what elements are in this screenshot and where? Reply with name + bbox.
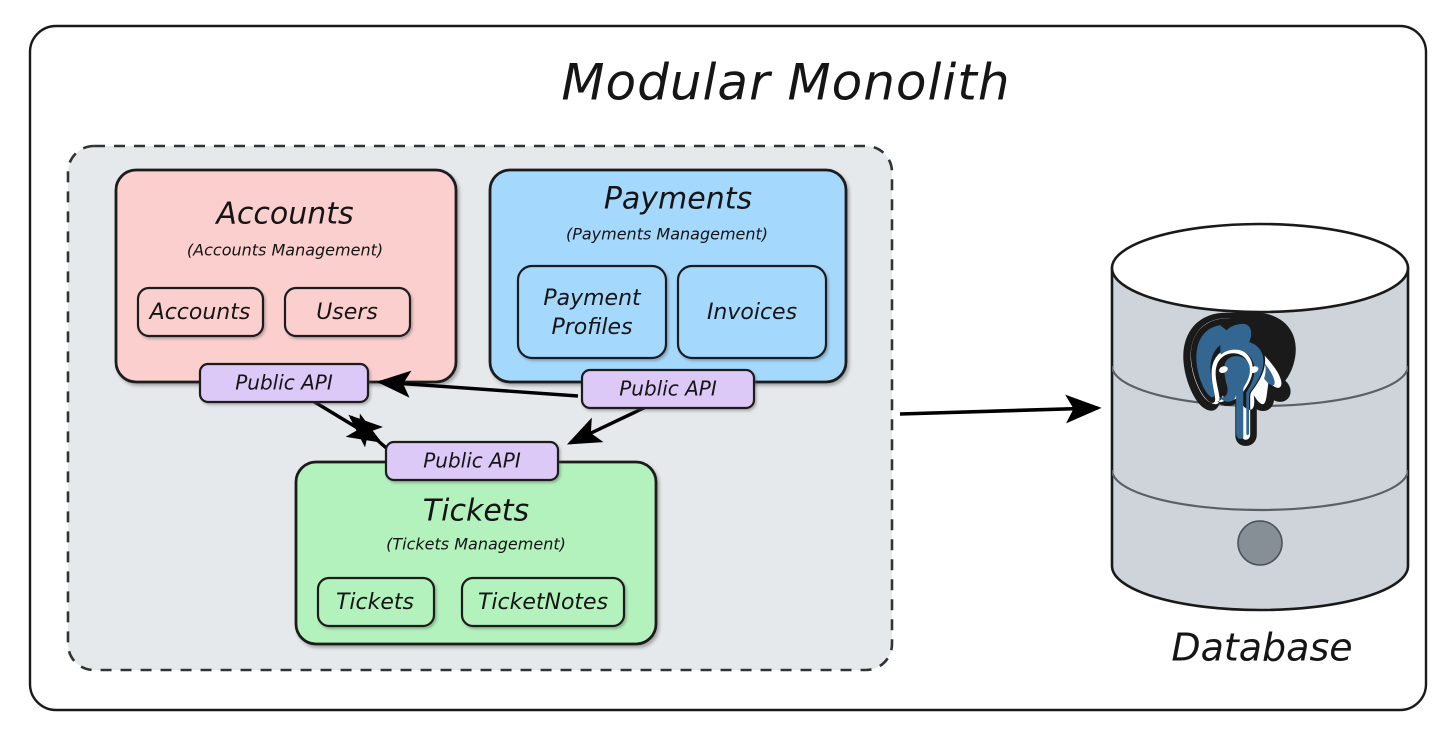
db-top <box>1110 222 1410 314</box>
accounts-public-api-box[interactable] <box>198 362 370 404</box>
payments-entity-invoices[interactable]: Invoices <box>676 264 828 360</box>
db-indicator-dot <box>1237 520 1283 566</box>
accounts-entity-users-box[interactable] <box>283 286 412 338</box>
payments-entity-payment-profiles-label-line2: Profiles <box>551 315 632 340</box>
payments-module-subtitle: (Payments Management) <box>566 225 768 244</box>
database-cylinder[interactable] <box>1110 222 1410 612</box>
payments-module-title: Payments <box>604 182 752 217</box>
tickets-entity-ticketnotes[interactable]: TicketNotes <box>460 576 626 628</box>
module-payments[interactable]: Payments (Payments Management) Payment P… <box>488 168 848 384</box>
payments-entity-payment-profiles-box[interactable] <box>516 264 668 360</box>
accounts-public-api-badge[interactable]: Public API <box>198 362 370 404</box>
payments-public-api-box[interactable] <box>580 368 756 410</box>
accounts-entity-accounts-box[interactable] <box>136 286 265 338</box>
tickets-public-api-box[interactable] <box>384 440 560 482</box>
module-tickets[interactable]: Tickets (Tickets Management) Tickets Tic… <box>294 460 658 646</box>
accounts-public-api-label: Public API <box>235 371 333 395</box>
tickets-public-api-badge[interactable]: Public API <box>384 440 560 482</box>
arrow-monolith-to-database <box>899 394 1102 424</box>
tickets-public-api-label: Public API <box>423 449 521 473</box>
accounts-entity-users[interactable]: Users <box>283 286 412 338</box>
accounts-entity-users-label: Users <box>316 300 378 325</box>
module-accounts[interactable]: Accounts (Accounts Management) Accounts … <box>114 168 458 384</box>
tickets-module-subtitle: (Tickets Management) <box>386 535 566 554</box>
postgresql-elephant-icon <box>1183 312 1296 446</box>
accounts-entity-accounts-label: Accounts <box>148 300 251 325</box>
elephant-eye-left <box>1219 366 1228 374</box>
tickets-entity-ticketnotes-box[interactable] <box>460 576 626 628</box>
tickets-entity-ticketnotes-label: TicketNotes <box>478 590 608 615</box>
payments-entity-invoices-label: Invoices <box>707 300 797 325</box>
payments-public-api-label: Public API <box>619 377 717 401</box>
tickets-entity-tickets-label: Tickets <box>336 590 414 615</box>
tickets-module-title: Tickets <box>423 494 529 529</box>
db-band-2 <box>1112 469 1408 512</box>
tickets-entity-tickets-box[interactable] <box>316 576 436 628</box>
accounts-entity-accounts[interactable]: Accounts <box>136 286 265 338</box>
payments-public-api-badge[interactable]: Public API <box>580 368 756 410</box>
payments-entity-invoices-box[interactable] <box>676 264 828 360</box>
elephant-eye-right <box>1249 366 1259 374</box>
payments-entity-payment-profiles-label-line1: Payment <box>543 286 642 311</box>
tickets-entity-tickets[interactable]: Tickets <box>316 576 436 628</box>
database-label: Database <box>1171 626 1352 670</box>
accounts-module-title: Accounts <box>214 197 353 232</box>
arrow-payments-to-accounts <box>376 370 579 398</box>
payments-entity-payment-profiles[interactable]: Payment Profiles <box>516 264 668 360</box>
accounts-module-subtitle: (Accounts Management) <box>187 241 383 260</box>
page-title: Modular Monolith <box>561 54 1010 112</box>
arrow-payments-to-tickets <box>566 404 649 445</box>
